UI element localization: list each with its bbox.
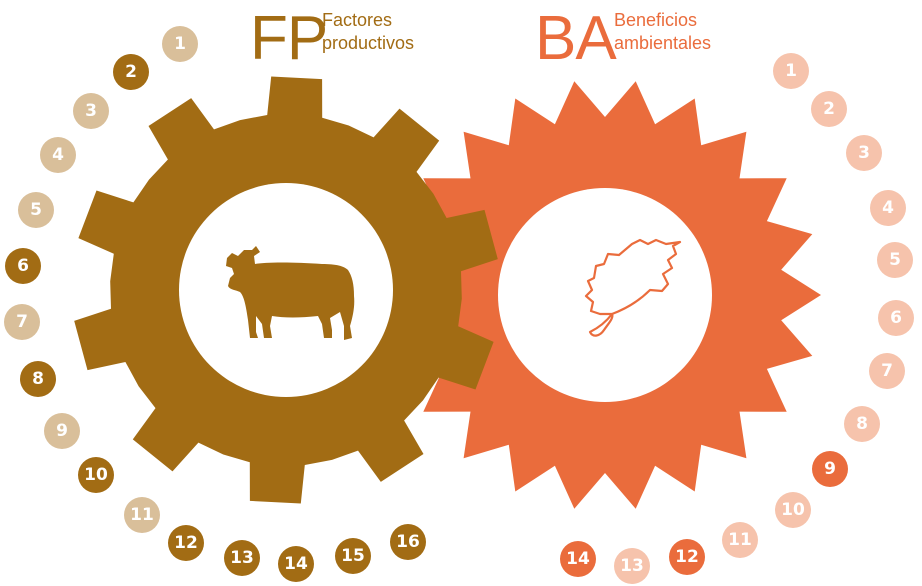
ba-number-badge: 6 — [878, 300, 914, 336]
ba-number-badge: 11 — [722, 522, 758, 558]
ba-number-badge: 2 — [811, 91, 847, 127]
fp-number-badge: 10 — [78, 457, 114, 493]
fp-number-badge: 14 — [278, 546, 314, 582]
ba-gear — [389, 81, 821, 509]
fp-number-badge: 8 — [20, 361, 56, 397]
fp-number-badge: 12 — [168, 525, 204, 561]
fp-number-badge: 9 — [44, 413, 80, 449]
ba-abbreviation: BA — [535, 4, 617, 73]
fp-abbreviation: FP — [250, 4, 328, 73]
fp-number-badge: 6 — [5, 248, 41, 284]
ba-number-badge: 3 — [846, 135, 882, 171]
ba-number-badge: 7 — [869, 353, 905, 389]
leaf-icon — [584, 238, 682, 337]
cow-icon — [226, 246, 355, 340]
ba-label-line1: Beneficios — [614, 10, 698, 30]
fp-number-badge: 13 — [224, 540, 260, 576]
fp-label-line2: productivos — [322, 33, 415, 53]
fp-number-badge: 11 — [124, 497, 160, 533]
ba-number-badge: 9 — [812, 451, 848, 487]
ba-label-line2: ambientales — [614, 33, 712, 53]
ba-number-badge: 13 — [614, 548, 650, 584]
fp-gear — [74, 76, 498, 504]
ba-number-badge: 1 — [773, 53, 809, 89]
ba-gear-center — [498, 188, 712, 402]
fp-number-badge: 15 — [335, 538, 371, 574]
ba-number-badge: 14 — [560, 541, 596, 577]
fp-number-badge: 1 — [162, 26, 198, 62]
fp-number-badge: 16 — [390, 524, 426, 560]
fp-number-badge: 7 — [4, 304, 40, 340]
fp-number-badge: 2 — [113, 54, 149, 90]
fp-number-badge: 4 — [40, 137, 76, 173]
ba-number-badge: 12 — [669, 539, 705, 575]
fp-label-line1: Factores — [322, 10, 393, 30]
fp-number-badge: 3 — [73, 93, 109, 129]
ba-number-badge: 10 — [775, 492, 811, 528]
ba-number-badge: 8 — [844, 406, 880, 442]
ba-number-badge: 5 — [877, 242, 913, 278]
ba-number-badge: 4 — [870, 190, 906, 226]
fp-number-badge: 5 — [18, 192, 54, 228]
